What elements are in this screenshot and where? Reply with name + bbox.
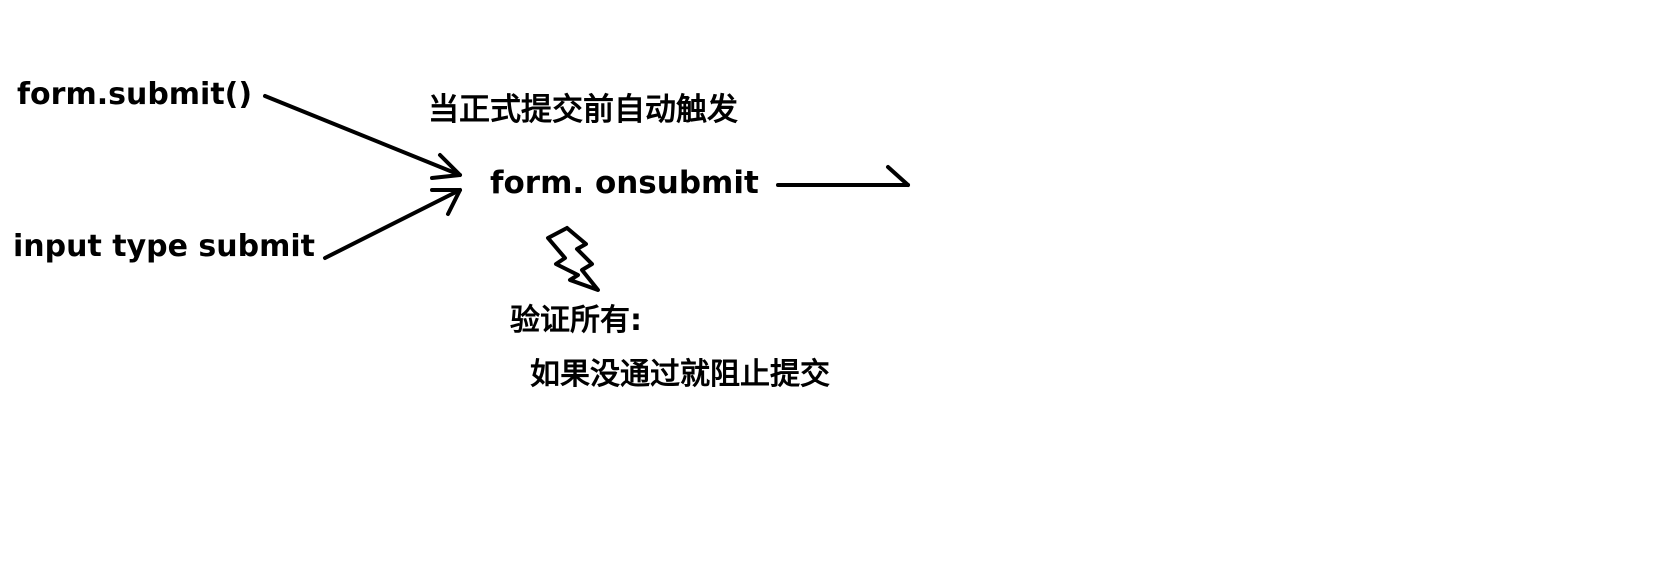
form-submit-node: form.submit(): [17, 77, 253, 112]
onsubmit-node: form. onsubmit: [490, 165, 759, 201]
validate-all-annotation: 验证所有:: [510, 303, 642, 338]
arrow-input-submit-to-onsubmit: [323, 188, 462, 260]
lightning-bolt-icon: [546, 226, 600, 292]
arrow-onsubmit-out: [776, 165, 910, 187]
input-submit-node: input type submit: [13, 229, 315, 264]
block-submit-annotation: 如果没通过就阻止提交: [530, 357, 830, 392]
trigger-annotation: 当正式提交前自动触发: [428, 92, 738, 128]
arrow-form-submit-to-onsubmit: [263, 94, 462, 180]
